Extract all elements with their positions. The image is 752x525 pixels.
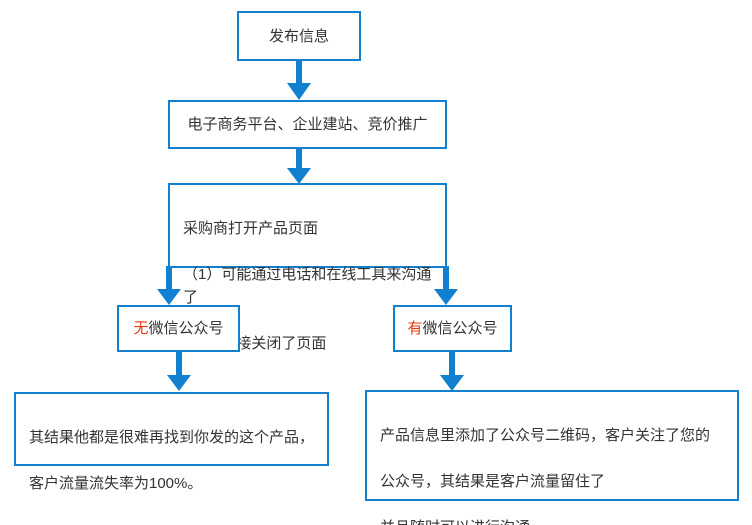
- node-has-wechat-account[interactable]: 有微信公众号: [393, 305, 512, 352]
- node-result-no-wechat-line-2: 客户流量流失率为100%。: [29, 475, 203, 492]
- node-publish-info[interactable]: 发布信息: [237, 11, 361, 61]
- node-no-wechat-rest: 微信公众号: [148, 320, 224, 337]
- node-result-has-wechat-line-2: 公众号，其结果是客户流量留住了: [380, 473, 606, 490]
- node-publish-info-label: 发布信息: [268, 27, 329, 45]
- node-buyer-opens-line-1: 采购商打开产品页面: [183, 220, 319, 237]
- node-result-no-wechat-line-1: 其结果他都是很难再找到你发的这个产品，: [29, 429, 315, 446]
- node-result-has-wechat[interactable]: 产品信息里添加了公众号二维码，客户关注了您的 公众号，其结果是客户流量留住了 并…: [365, 390, 739, 525]
- node-result-has-wechat-line-1: 产品信息里添加了公众号二维码，客户关注了您的: [380, 427, 711, 444]
- node-has-wechat-rest: 微信公众号: [422, 320, 498, 337]
- node-no-wechat-emphasis: 无: [133, 320, 149, 337]
- arrow-no-wechat-to-result: [167, 352, 191, 391]
- node-has-wechat-emphasis: 有: [407, 320, 423, 337]
- node-result-has-wechat-line-3: 并且随时可以进行沟通。: [380, 516, 726, 525]
- arrow-buyer-to-has-wechat: [434, 266, 458, 305]
- node-has-wechat-account-label: 有微信公众号: [407, 317, 497, 340]
- node-no-wechat-account[interactable]: 无微信公众号: [117, 305, 240, 352]
- arrow-has-wechat-to-result: [440, 352, 464, 391]
- arrow-channels-to-buyer: [287, 149, 311, 184]
- node-buyer-opens-product-page[interactable]: 采购商打开产品页面 （1）可能通过电话和在线工具来沟通了 （2）直接关闭了页面: [168, 183, 447, 352]
- node-no-wechat-account-label: 无微信公众号: [133, 317, 223, 340]
- arrow-publish-to-channels: [287, 61, 311, 100]
- node-channels[interactable]: 电子商务平台、企业建站、竞价推广: [168, 100, 447, 149]
- node-buyer-opens-line-2: （1）可能通过电话和在线工具来沟通了: [183, 266, 432, 306]
- node-result-no-wechat[interactable]: 其结果他都是很难再找到你发的这个产品， 客户流量流失率为100%。: [14, 392, 329, 492]
- node-channels-label: 电子商务平台、企业建站、竞价推广: [187, 116, 428, 133]
- arrow-buyer-to-no-wechat: [157, 266, 181, 305]
